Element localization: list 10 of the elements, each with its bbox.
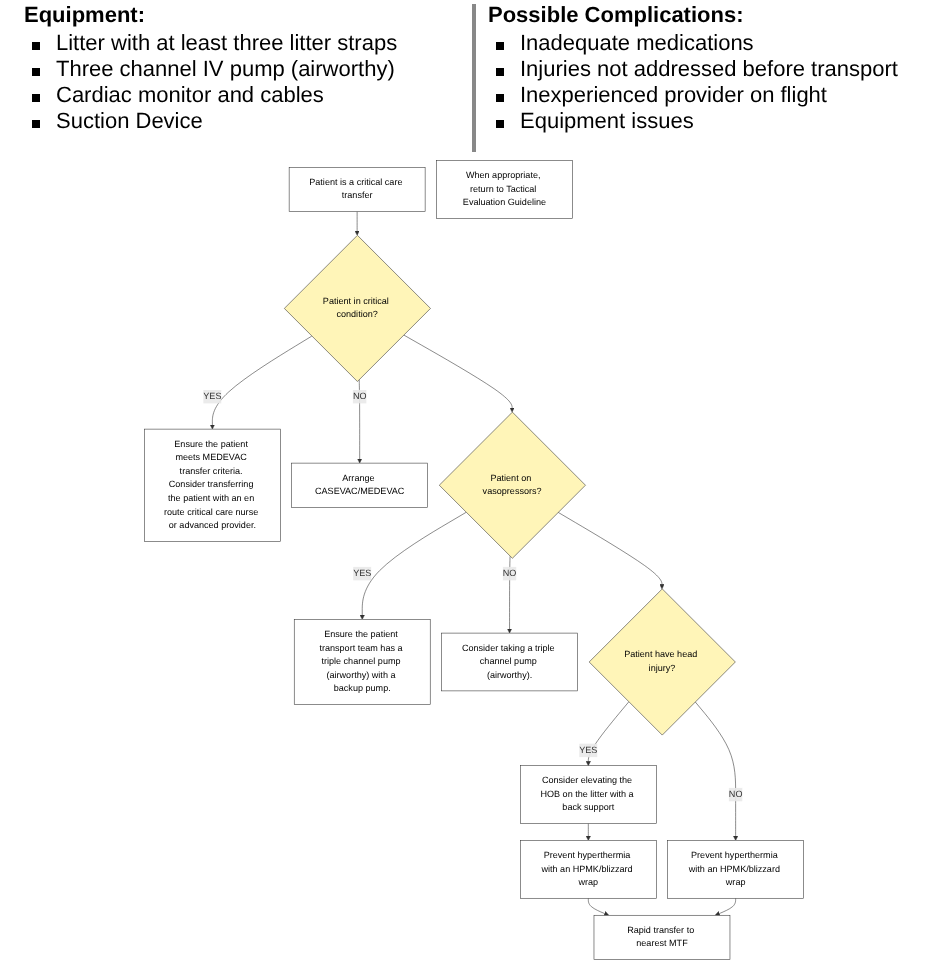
list-heading: Possible Complications: — [488, 4, 746, 28]
list-item: Suction Device — [56, 110, 203, 136]
list-item: Inexperienced provider on flight — [520, 84, 827, 110]
list-item: Three channel IV pump (airworthy) — [56, 58, 395, 84]
list-item: Inadequate medications — [520, 32, 754, 58]
list-item: Injuries not addressed before transport — [520, 58, 898, 84]
list-item: Cardiac monitor and cables — [56, 84, 324, 110]
list-item: Equipment issues — [520, 110, 694, 136]
list-heading: Equipment: — [24, 4, 147, 28]
list-item: Litter with at least three litter straps — [56, 32, 398, 58]
